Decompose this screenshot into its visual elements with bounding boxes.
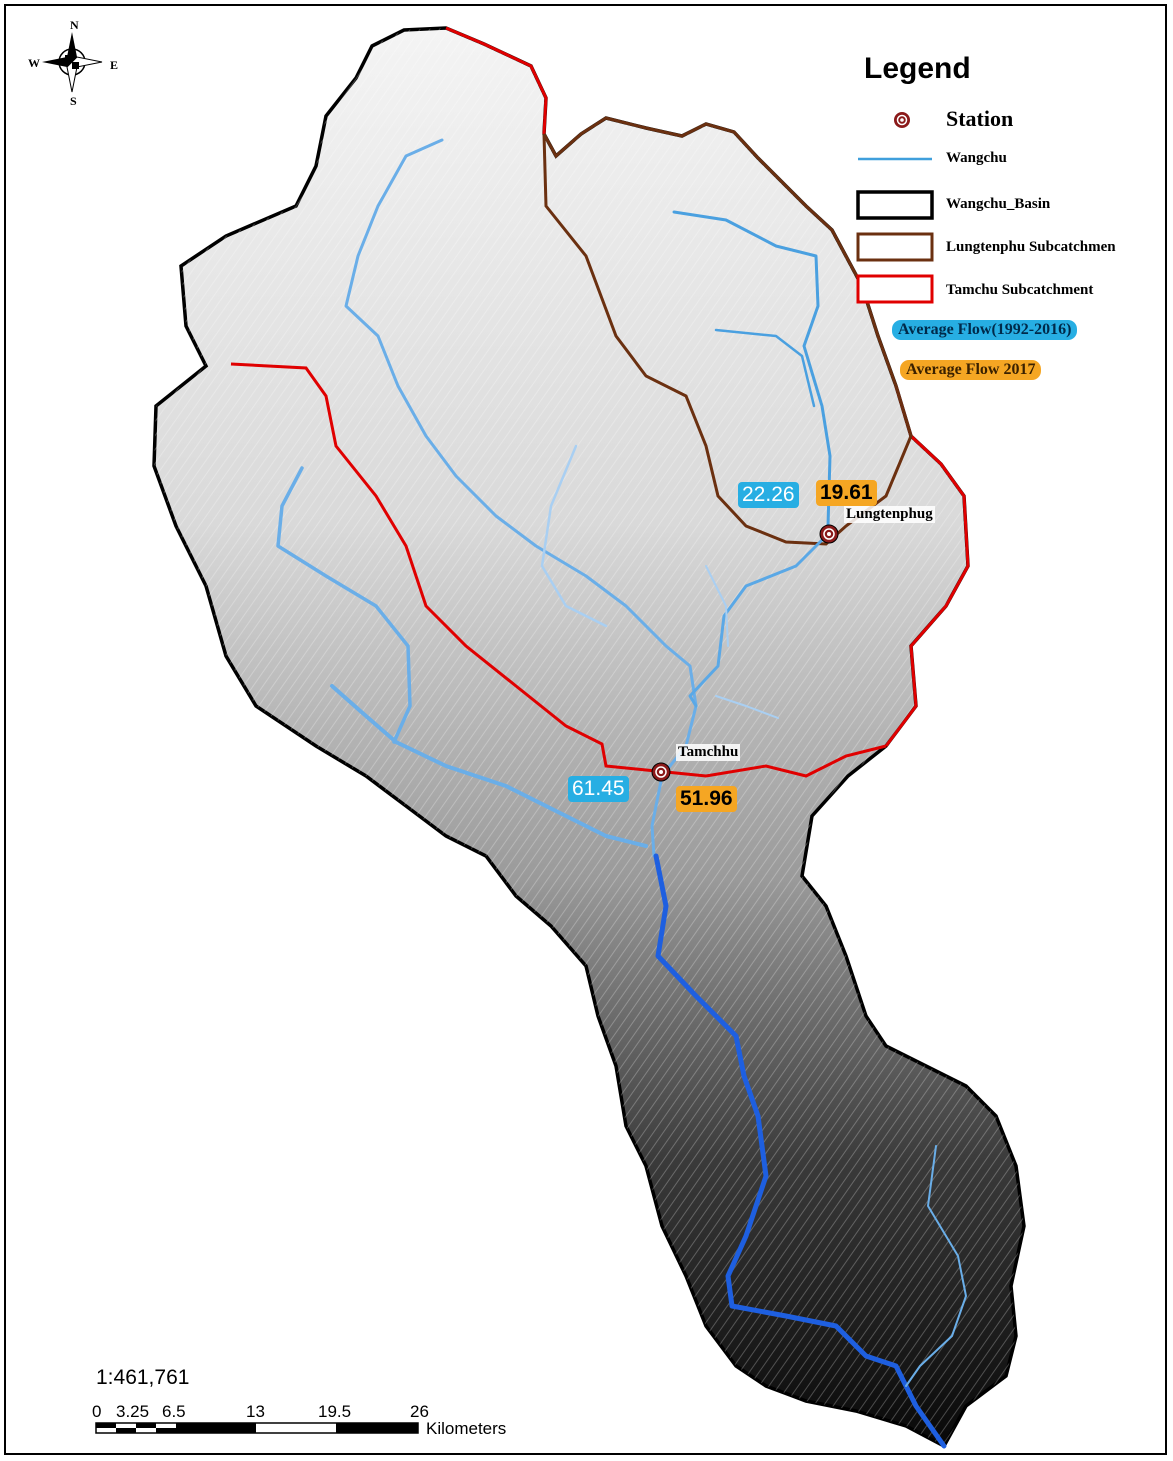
basin-map: [42, 26, 1026, 1449]
legend-basin-label: Wangchu_Basin: [946, 196, 1051, 212]
scale-tick-0: 0: [92, 1402, 102, 1421]
station-lungtenphug-label: Lungtenphug: [844, 506, 935, 523]
tamchhu-hist-flow: 61.45: [568, 776, 629, 802]
compass-icon: [42, 32, 103, 93]
tamchu-east-edge: [445, 26, 970, 747]
compass-w: W: [28, 56, 40, 70]
scale-tick-4: 19.5: [318, 1402, 352, 1421]
scale-unit: Kilometers: [426, 1419, 507, 1438]
legend-lungtenphu-label: Lungtenphu Subcatchmen: [946, 239, 1116, 255]
scale-tick-3: 13: [246, 1402, 265, 1421]
scale-ratio: 1:461,761: [96, 1366, 190, 1389]
map-frame: N S W E Legend Station Wangchu Wangchu_B…: [4, 4, 1167, 1455]
legend-avg-flow-2017: Average Flow 2017: [900, 360, 1042, 380]
legend-lungtenphu-box: [856, 232, 934, 262]
legend-tamchu-box: [856, 274, 934, 304]
station-tamchhu-icon[interactable]: [651, 762, 671, 782]
station-lungtenphug-icon[interactable]: [819, 524, 839, 544]
legend-station-icon: [894, 112, 910, 128]
legend-symbols: [856, 112, 934, 304]
tamchhu-2017-flow: 51.96: [676, 786, 737, 812]
lungtenphug-2017-flow: 19.61: [816, 480, 877, 506]
legend-avg-flow-hist: Average Flow(1992-2016): [892, 320, 1078, 340]
compass-n: N: [70, 18, 79, 32]
scale-tick-5: 26: [410, 1402, 429, 1421]
legend-station-label: Station: [946, 106, 1014, 131]
compass-s: S: [70, 94, 77, 108]
legend-title: Legend: [864, 52, 971, 85]
wangchu-rivers: [276, 138, 967, 1449]
lungtenphug-hist-flow: 22.26: [738, 482, 799, 508]
scale-bar: [95, 1422, 419, 1434]
station-tamchhu-label: Tamchhu: [676, 744, 741, 761]
lungtenphu-boundary: [542, 116, 913, 546]
legend-basin-box: [856, 190, 934, 220]
scale-tick-2: 6.5: [162, 1402, 186, 1421]
legend-tamchu-label: Tamchu Subcatchment: [946, 282, 1094, 298]
compass-e: E: [110, 58, 119, 72]
scale-tick-1: 3.25: [116, 1402, 150, 1421]
tamchu-boundary: [230, 362, 887, 778]
legend-river-label: Wangchu: [946, 150, 1007, 166]
